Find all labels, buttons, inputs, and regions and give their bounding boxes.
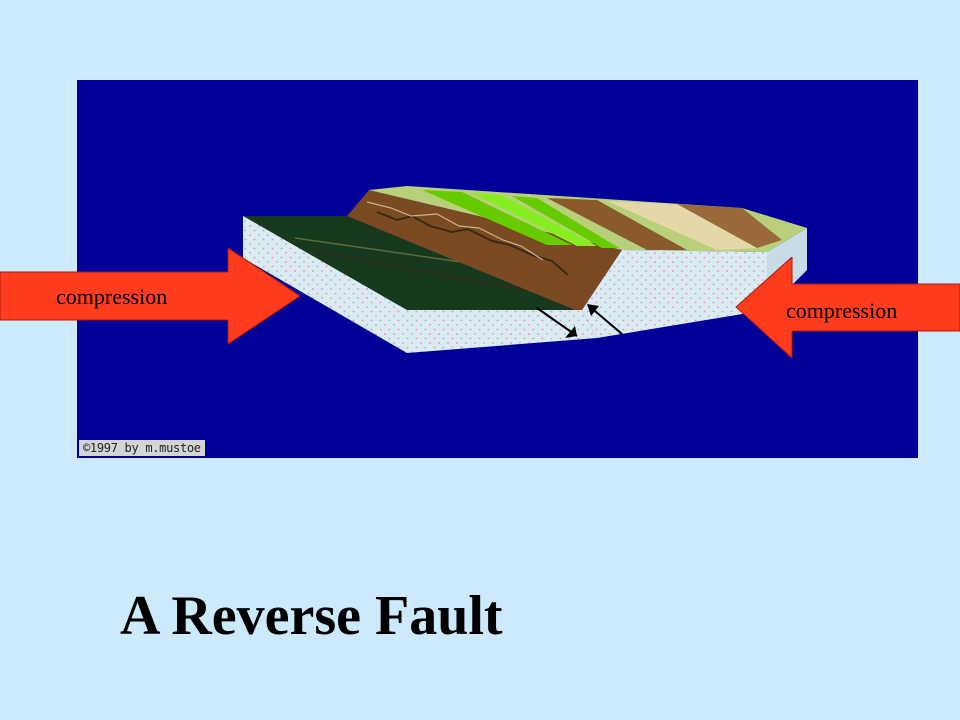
green-stripe bbox=[512, 196, 619, 248]
fault-motion-arrowhead bbox=[565, 326, 577, 338]
fault-motion-arrowhead bbox=[587, 304, 599, 316]
footwall-front-face bbox=[407, 310, 597, 353]
green-stripe bbox=[472, 193, 597, 246]
compression-arrow-right-pointing bbox=[0, 248, 300, 344]
footwall-side-face bbox=[243, 216, 407, 353]
footwall-top-surface bbox=[243, 216, 575, 310]
green-stripe bbox=[422, 190, 572, 245]
copyright-credit: ©1997 by m.mustoe bbox=[79, 440, 205, 456]
reverse-fault-block-diagram bbox=[243, 186, 807, 353]
brown-stripe bbox=[547, 198, 687, 250]
fault-scarp bbox=[347, 190, 622, 310]
slide-title: A Reverse Fault bbox=[120, 585, 503, 647]
compression-label-right: compression bbox=[786, 298, 898, 323]
fault-motion-arrow bbox=[536, 307, 578, 337]
compression-arrow-left-pointing bbox=[736, 257, 960, 358]
brown-stripe bbox=[677, 204, 782, 248]
footwall-bedding-line bbox=[308, 249, 548, 295]
scarp-texture bbox=[366, 201, 544, 261]
compression-label-left: compression bbox=[56, 284, 168, 309]
tan-stripe bbox=[607, 201, 757, 250]
hanging-wall-front-face bbox=[582, 250, 767, 338]
